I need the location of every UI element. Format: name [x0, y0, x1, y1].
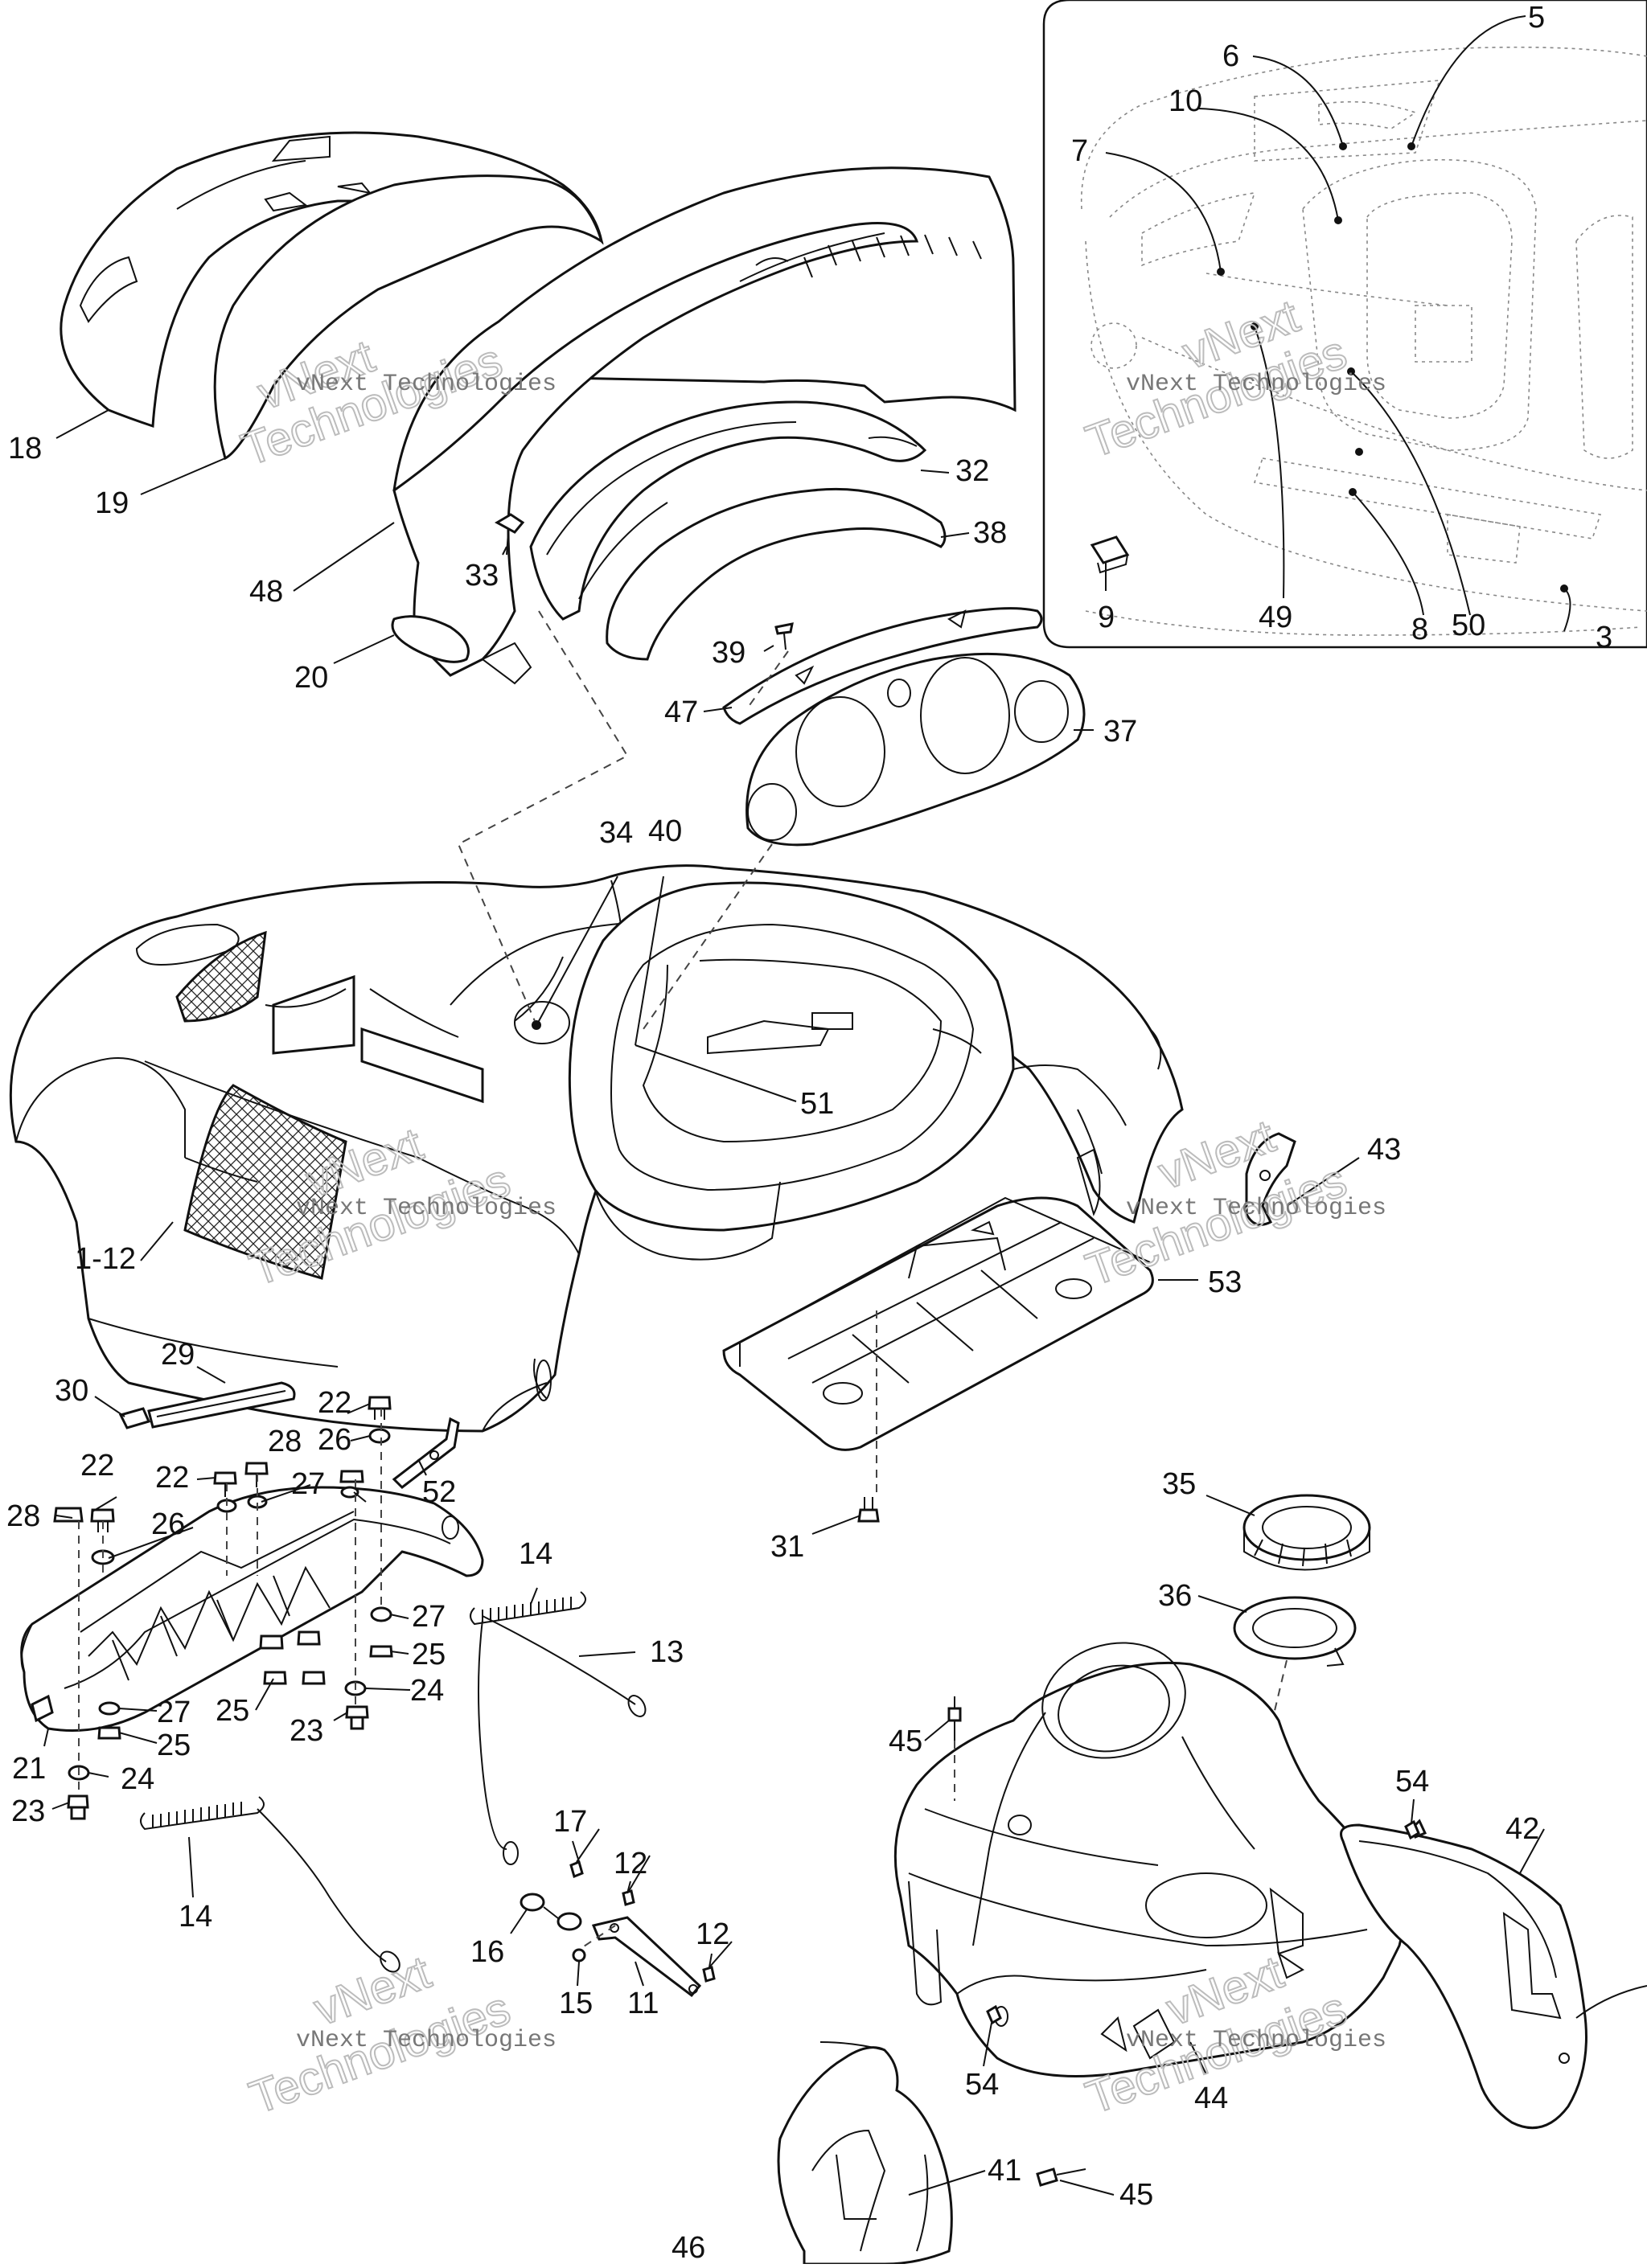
callout-1-12: 1-12 [75, 1242, 136, 1276]
callout-19: 19 [95, 486, 129, 520]
callout-45: 45 [889, 1725, 922, 1758]
callout-41: 41 [988, 2154, 1021, 2188]
callout-52: 52 [422, 1475, 456, 1509]
callout-22: 22 [318, 1386, 351, 1420]
callout-24: 24 [410, 1674, 444, 1708]
callout-54: 54 [965, 2068, 999, 2102]
callout-25: 25 [157, 1729, 191, 1762]
callout-50: 50 [1452, 609, 1485, 642]
callout-27: 27 [157, 1696, 191, 1729]
callout-53: 53 [1208, 1265, 1242, 1299]
watermark-text: vNext Technologies [1126, 371, 1386, 398]
callout-29: 29 [161, 1338, 195, 1372]
watermark-text: vNext Technologies [296, 371, 557, 398]
watermark-text: vNext Technologies [1126, 2027, 1386, 2054]
callout-28: 28 [6, 1499, 40, 1533]
callout-30: 30 [55, 1374, 88, 1408]
callout-14: 14 [179, 1900, 212, 1934]
callout-42: 42 [1505, 1812, 1539, 1846]
callout-43: 43 [1367, 1133, 1401, 1167]
side-panel-42 [1341, 1821, 1647, 2128]
callout-6: 6 [1222, 39, 1239, 73]
callout-18: 18 [8, 432, 42, 465]
callout-15: 15 [559, 1987, 593, 2020]
callout-16: 16 [470, 1935, 504, 1969]
callout-37: 37 [1103, 715, 1137, 748]
callout-23: 23 [290, 1714, 323, 1748]
callout-28: 28 [268, 1425, 302, 1458]
callout-35: 35 [1162, 1467, 1196, 1501]
side-panel-41 [778, 2042, 951, 2264]
callout-12: 12 [696, 1917, 729, 1951]
callout-46: 46 [672, 2231, 705, 2264]
callout-47: 47 [664, 695, 698, 729]
callout-5: 5 [1528, 1, 1545, 35]
callout-27: 27 [291, 1467, 325, 1501]
watermark-text: vNext Technologies [296, 1195, 557, 1222]
callout-10: 10 [1169, 84, 1202, 118]
callout-24: 24 [121, 1762, 154, 1796]
callout-8: 8 [1411, 613, 1428, 646]
callout-22: 22 [155, 1461, 189, 1495]
callout-45: 45 [1119, 2178, 1153, 2212]
callout-51: 51 [800, 1087, 834, 1121]
callout-40: 40 [648, 814, 682, 848]
callout-3: 3 [1596, 621, 1612, 654]
callout-44: 44 [1194, 2081, 1228, 2115]
callout-12: 12 [614, 1847, 647, 1880]
callout-34: 34 [599, 816, 633, 850]
callout-26: 26 [318, 1423, 351, 1457]
part-39 [776, 624, 792, 650]
callout-36: 36 [1158, 1579, 1192, 1613]
callout-32: 32 [955, 454, 989, 488]
callout-21: 21 [12, 1752, 46, 1786]
tray-53 [724, 1198, 1152, 1450]
callout-7: 7 [1071, 134, 1088, 168]
callout-38: 38 [973, 516, 1007, 550]
callout-9: 9 [1098, 601, 1115, 634]
callout-27: 27 [412, 1600, 446, 1634]
callout-20: 20 [294, 661, 328, 695]
callout-26: 26 [151, 1507, 185, 1541]
callout-54: 54 [1395, 1765, 1429, 1798]
callout-22: 22 [80, 1449, 114, 1483]
callout-11: 11 [627, 1987, 659, 2020]
part-31 [859, 1497, 878, 1521]
watermark-text: vNext Technologies [1126, 1195, 1386, 1222]
inset-detail [1044, 0, 1647, 647]
callout-25: 25 [216, 1694, 249, 1728]
callout-23: 23 [11, 1794, 45, 1828]
callout-49: 49 [1259, 601, 1292, 634]
callout-17: 17 [553, 1805, 587, 1839]
callout-31: 31 [770, 1530, 804, 1564]
callout-48: 48 [249, 575, 283, 609]
callout-14: 14 [519, 1537, 552, 1571]
callout-13: 13 [650, 1635, 684, 1669]
watermark-text: vNext Technologies [296, 2027, 557, 2054]
callout-33: 33 [465, 559, 499, 593]
callout-25: 25 [412, 1638, 446, 1671]
callout-39: 39 [712, 636, 745, 670]
